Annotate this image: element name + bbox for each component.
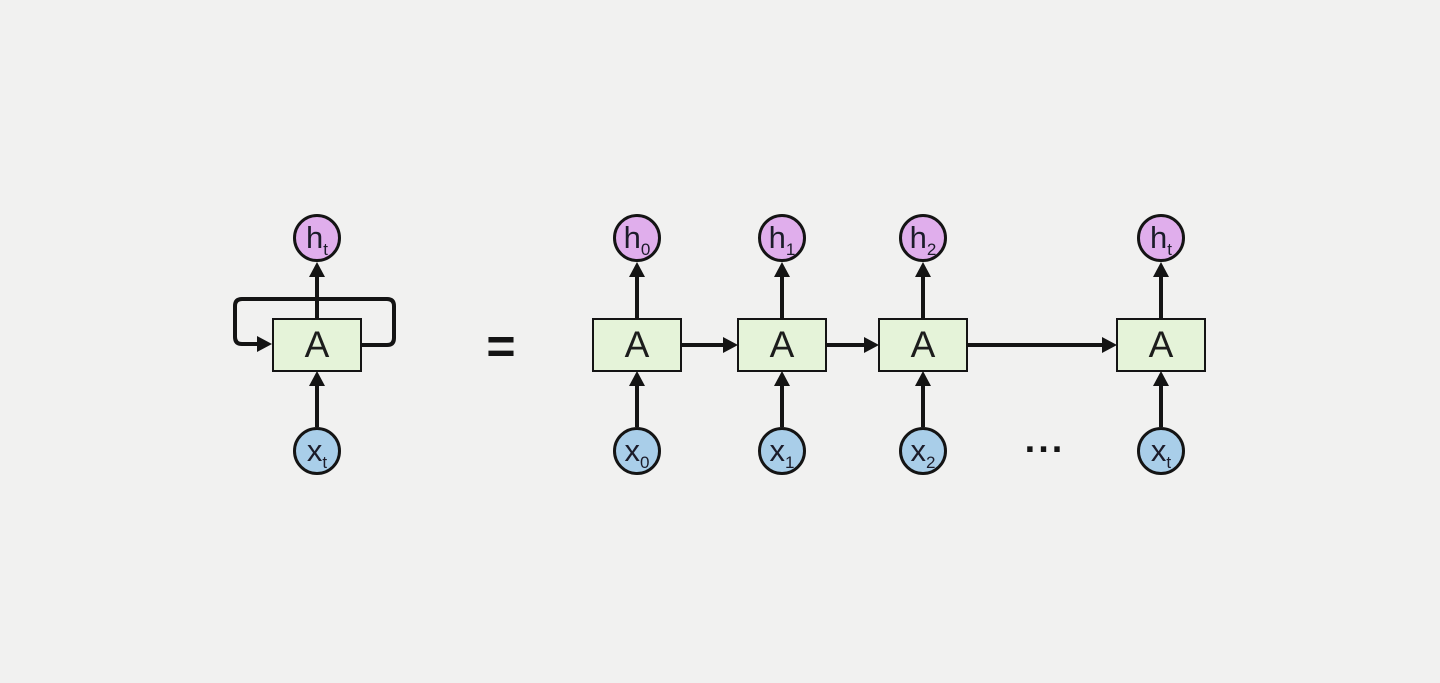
unrolled-output-node-0: h0 [613,214,661,262]
unrolled-cell-label-0: A [624,324,650,365]
unrolled-output-node-2: h2 [899,214,947,262]
state-arrowhead-0-1 [723,337,738,353]
cell3-input-arrowhead [1153,371,1169,386]
unrolled-input-label-0: x0 [624,433,650,473]
unrolled-cell-box-2: A [878,318,968,372]
cell2-input-arrowhead [915,371,931,386]
unrolled-input-node-0: x0 [613,427,661,475]
unrolled-output-node-3: ht [1137,214,1185,262]
rolled-cell-label: A [304,324,330,365]
cell3-output-arrowhead [1153,262,1169,277]
unrolled-cell-box-0: A [592,318,682,372]
recurrent-loop-wire [233,297,396,347]
state-arrowhead-1-2 [864,337,879,353]
unrolled-cell-box-1: A [737,318,827,372]
unrolled-cell-label-2: A [910,324,936,365]
cell2-output-arrowhead [915,262,931,277]
cell1-output-arrowhead [774,262,790,277]
unrolled-input-node-1: x1 [758,427,806,475]
unrolled-output-label-0: h0 [623,220,651,260]
rolled-input-label: xt [306,433,328,473]
unrolled-output-label-1: h1 [768,220,796,260]
state-arrowhead-2-3 [1102,337,1117,353]
unrolled-cell-box-3: A [1116,318,1206,372]
unrolled-output-node-1: h1 [758,214,806,262]
rolled-output-arrowhead [309,262,325,277]
unrolled-input-label-3: xt [1150,433,1172,473]
rolled-input-node: xt [293,427,341,475]
unrolled-cell-label-1: A [769,324,795,365]
sequence-ellipsis: ... [1024,419,1066,461]
rolled-cell-box: A [272,318,362,372]
cell1-input-arrowhead [774,371,790,386]
unrolled-input-label-2: x2 [910,433,936,473]
equals-sign: = [486,318,516,374]
unrolled-cell-label-3: A [1148,324,1174,365]
unrolled-input-node-3: xt [1137,427,1185,475]
unrolled-output-label-3: ht [1150,220,1172,260]
unrolled-input-node-2: x2 [899,427,947,475]
rolled-output-node: ht [293,214,341,262]
unrolled-output-label-2: h2 [909,220,937,260]
rolled-input-arrowhead [309,371,325,386]
recurrent-loop-arrowhead [257,336,272,352]
unrolled-input-label-1: x1 [769,433,795,473]
rolled-output-label: ht [306,220,328,260]
cell0-output-arrowhead [629,262,645,277]
cell0-input-arrowhead [629,371,645,386]
